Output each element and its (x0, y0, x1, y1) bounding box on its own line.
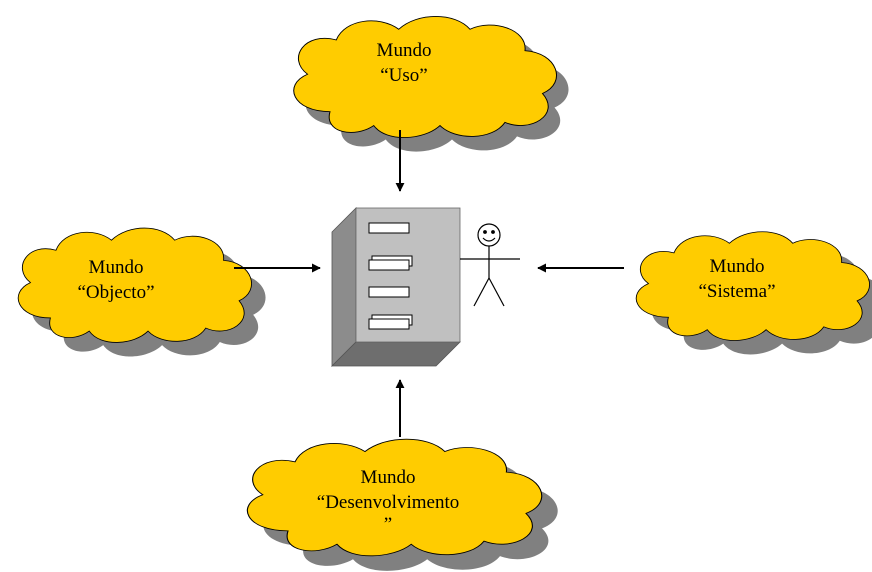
cabinet-drawer-2 (368, 259, 410, 271)
cabinet-drawer-3 (368, 286, 410, 298)
cabinet-drawer-1 (368, 222, 410, 234)
cloud-mundo-objecto: Mundo “Objecto” (17, 227, 266, 357)
cabinet-drawer-4 (368, 318, 410, 330)
cloud-mundo-uso: Mundo “Uso” (293, 15, 569, 152)
cloud-uso-body (293, 15, 557, 138)
user-leg-right (488, 277, 505, 307)
user-smile (482, 237, 496, 242)
cloud-sistema-body (635, 231, 870, 341)
cloud-mundo-sistema: Mundo “Sistema” (635, 231, 872, 355)
user-eye-left (483, 230, 487, 234)
stick-figure-user-icon (460, 223, 520, 307)
user-eye-right (491, 230, 495, 234)
cloud-objecto-label-line2: “Objecto” (77, 282, 154, 303)
cloud-objecto-label-line1: Mundo (89, 257, 144, 278)
cloud-desenvolvimento-body (246, 438, 543, 557)
cabinet-side-face (331, 207, 357, 367)
cloud-desenvolvimento-label-line1: Mundo (361, 467, 416, 488)
cloud-uso-label-line1: Mundo (377, 40, 432, 61)
cloud-objecto-body (17, 227, 252, 343)
cloud-sistema-label-line1: Mundo (710, 256, 765, 277)
cloud-desenvolvimento-label-line3: ” (384, 514, 392, 535)
cloud-sistema-label-line2: “Sistema” (698, 281, 775, 302)
cloud-uso-label-line2: “Uso” (380, 65, 427, 86)
user-leg-left (473, 277, 490, 307)
cloud-mundo-desenvolvimento: Mundo “Desenvolvimento ” (246, 438, 558, 571)
cloud-desenvolvimento-label-line2: “Desenvolvimento (317, 492, 459, 513)
filing-cabinet-icon (331, 207, 461, 367)
user-head (477, 223, 501, 247)
